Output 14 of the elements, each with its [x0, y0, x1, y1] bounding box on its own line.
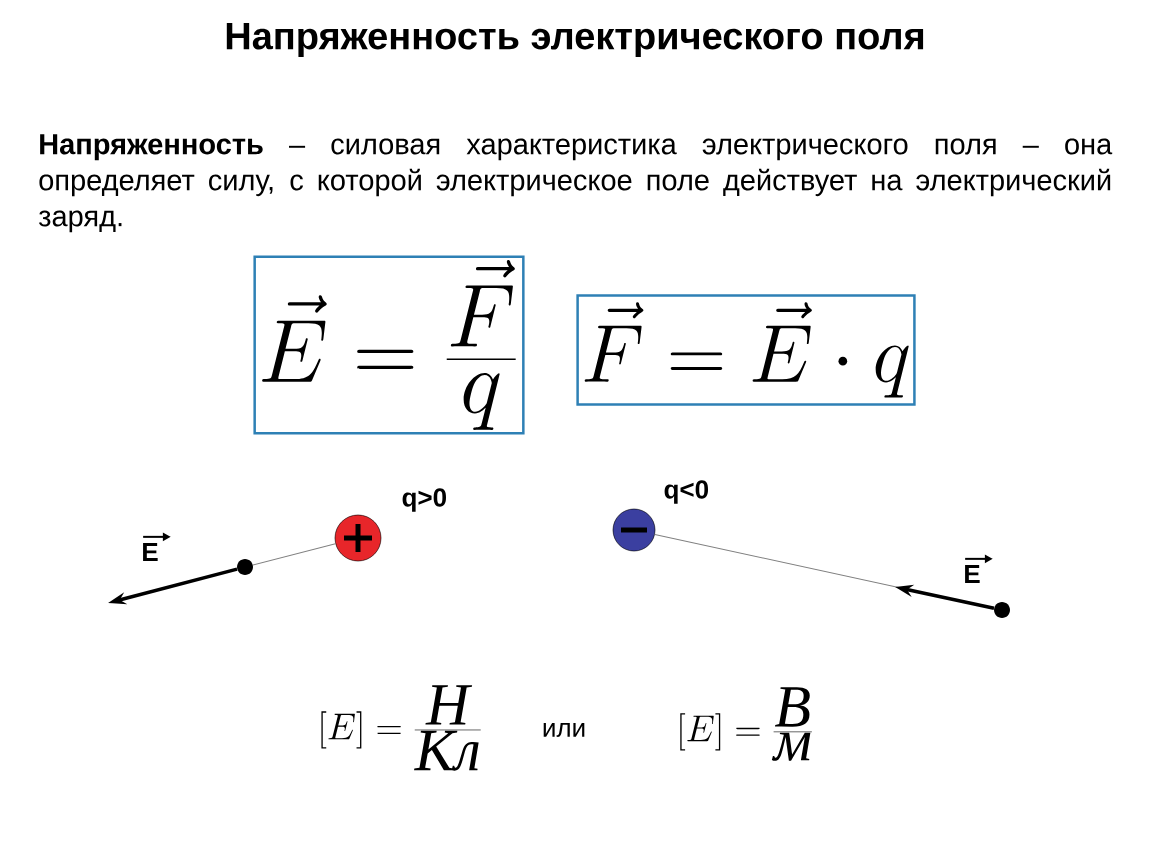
- formula-box: $\vec{F}=\vec{E}\cdot q$: [576, 294, 916, 406]
- or-word: или: [543, 723, 585, 737]
- unit-formula: $\left[E\right]=\frac{\mbox{\itshape В}}{\mbox{\itshape м}}$: [680, 687, 812, 761]
- line: [252, 543, 336, 566]
- charge-label: q>0: [402, 488, 446, 512]
- negative-charge: [612, 508, 656, 552]
- charge-label: q<0: [664, 480, 708, 504]
- unit-formula: $\left[E\right]=\frac{\mbox{\itshape Н}}{\mbox{\itshape Кл}}$: [321, 685, 481, 771]
- field-point: [237, 559, 253, 575]
- positive-charge: [334, 514, 382, 562]
- title: Напряженность электрического поля: [226, 23, 924, 57]
- field-point: [994, 602, 1010, 618]
- definition-text: Напряженность – силовая характеристика электрического поля – она определяет силу, с которой электрическое поле действует на электрический заряд.: [38, 134, 1113, 233]
- formula-box: $\vec{E}=\frac{\vec{F}}{q}$: [253, 255, 525, 435]
